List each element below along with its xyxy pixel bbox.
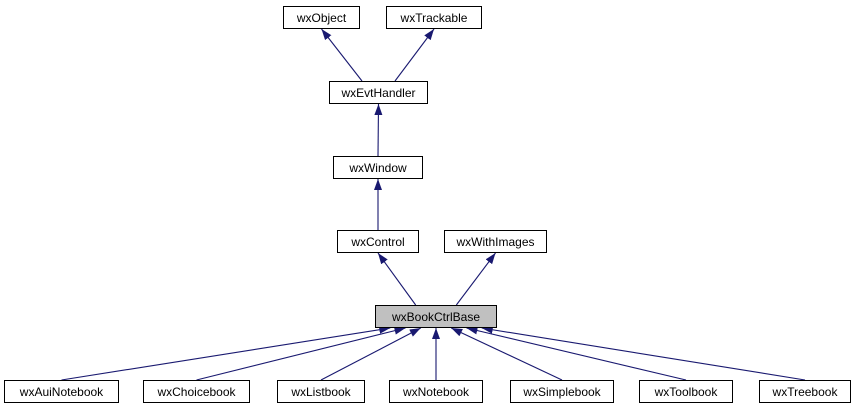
inherits-edge-wxAuiNotebook-to-wxBookCtrlBase	[61, 325, 391, 381]
class-node-wxWithImages[interactable]: wxWithImages	[444, 230, 547, 253]
class-node-wxTrackable[interactable]: wxTrackable	[386, 6, 482, 29]
inherits-edge-wxTreebook-to-wxBookCtrlBase	[481, 325, 806, 381]
class-node-wxChoicebook[interactable]: wxChoicebook	[143, 380, 250, 403]
inherits-edge-wxEvtHandler-to-wxTrackable	[394, 28, 435, 82]
class-node-wxSimplebook[interactable]: wxSimplebook	[510, 380, 614, 403]
class-node-wxToolbook[interactable]: wxToolbook	[639, 380, 733, 403]
inherits-edge-wxToolbook-to-wxBookCtrlBase	[466, 326, 687, 381]
inherits-edge-wxBookCtrlBase-to-wxWithImages	[455, 252, 496, 306]
inherits-edge-wxListbook-to-wxBookCtrlBase	[320, 327, 422, 381]
inherits-edge-wxBookCtrlBase-to-wxControl	[377, 252, 417, 306]
class-node-wxControl[interactable]: wxControl	[337, 230, 419, 253]
class-node-wxEvtHandler[interactable]: wxEvtHandler	[329, 81, 428, 104]
class-node-wxNotebook[interactable]: wxNotebook	[389, 380, 483, 403]
class-node-wxObject[interactable]: wxObject	[283, 6, 360, 29]
class-node-wxWindow[interactable]: wxWindow	[333, 156, 423, 179]
inherits-edge-wxChoicebook-to-wxBookCtrlBase	[196, 326, 406, 381]
class-node-wxTreebook[interactable]: wxTreebook	[759, 380, 851, 403]
inherits-edge-wxEvtHandler-to-wxObject	[321, 28, 363, 82]
inherits-edge-wxSimplebook-to-wxBookCtrlBase	[451, 327, 563, 381]
inherits-edge-wxWindow-to-wxEvtHandler	[374, 103, 383, 157]
class-node-wxAuiNotebook[interactable]: wxAuiNotebook	[4, 380, 119, 403]
class-node-wxListbook[interactable]: wxListbook	[277, 380, 365, 403]
class-node-wxBookCtrlBase: wxBookCtrlBase	[375, 305, 497, 328]
